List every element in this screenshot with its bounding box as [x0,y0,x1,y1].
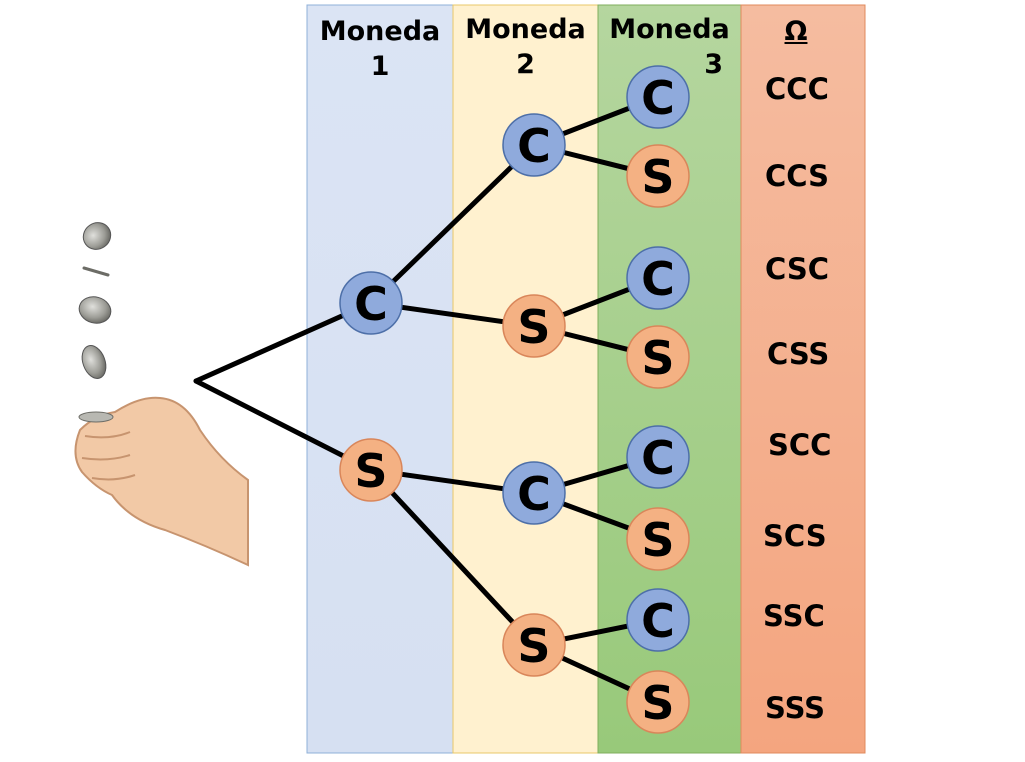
tree-node-cara: C [502,461,566,525]
column-header-moneda-1: Moneda 1 [307,14,453,84]
node-circle [502,294,566,358]
node-circle [502,613,566,677]
coin-icon [81,345,107,379]
tree-node-cara: C [339,271,403,335]
outcome-label: CCC [765,72,829,106]
column-title: Moneda [465,14,586,45]
node-circle [502,461,566,525]
node-label: S [517,619,550,673]
outcome-label: SCC [768,428,832,462]
outcome-label: CSS [767,337,830,371]
tree-node-cara: C [502,113,566,177]
column-header-moneda-2: Moneda 2 [453,12,598,82]
column-header-moneda-3: Moneda 3 [598,12,741,82]
node-label: S [641,513,674,567]
node-circle [626,325,690,389]
coin-edge-icon [82,266,110,277]
node-label: S [517,300,550,354]
tree-node-sello: S [339,438,403,502]
node-label: C [517,467,551,521]
node-label: C [641,594,675,648]
outcome-label: SCS [763,519,827,553]
flipping-coins-illustration [78,222,112,379]
tree-node-sello: S [502,294,566,358]
column-moneda-1-bg [306,4,454,754]
tree-node-cara: C [626,588,690,652]
node-circle [626,246,690,310]
node-label: C [354,277,388,331]
tree-branch [193,300,374,384]
node-circle [339,271,403,335]
tree-node-sello: S [626,670,690,734]
hand-tossing-coin-illustration [74,396,249,567]
coin-icon [78,296,112,324]
tree-node-cara: C [626,246,690,310]
tree-branch [193,378,374,473]
tree-branch [368,142,537,306]
tree-node-cara: C [626,65,690,129]
column-title: Moneda [319,16,441,47]
tree-branch [368,467,537,648]
column-omega-bg [740,4,866,754]
column-number: 3 [704,49,723,81]
node-circle [626,588,690,652]
node-circle [626,425,690,489]
tree-node-sello: S [502,613,566,677]
node-circle [626,670,690,734]
node-label: S [641,676,674,730]
coin-icon [82,222,112,250]
outcome-label: SSC [763,599,825,633]
outcome-label: SSS [765,691,826,725]
node-label: S [641,331,674,385]
node-label: S [641,150,674,204]
node-circle [339,438,403,502]
tree-node-sello: S [626,507,690,571]
tree-node-sello: S [626,325,690,389]
omega-header: Ω [784,16,808,47]
node-circle [502,113,566,177]
tree-node-cara: C [626,425,690,489]
column-number: 2 [516,49,535,81]
node-circle [626,144,690,208]
tree-node-sello: S [626,144,690,208]
node-circle [626,65,690,129]
column-title: Moneda [609,14,730,45]
node-circle [626,507,690,571]
node-label: S [354,444,387,498]
node-label: C [641,71,675,125]
outcome-label: CSC [765,252,829,286]
node-label: C [641,252,675,306]
column-number: 1 [370,51,390,83]
node-label: C [517,119,551,173]
outcome-label: CCS [765,159,829,193]
node-label: C [641,431,675,485]
